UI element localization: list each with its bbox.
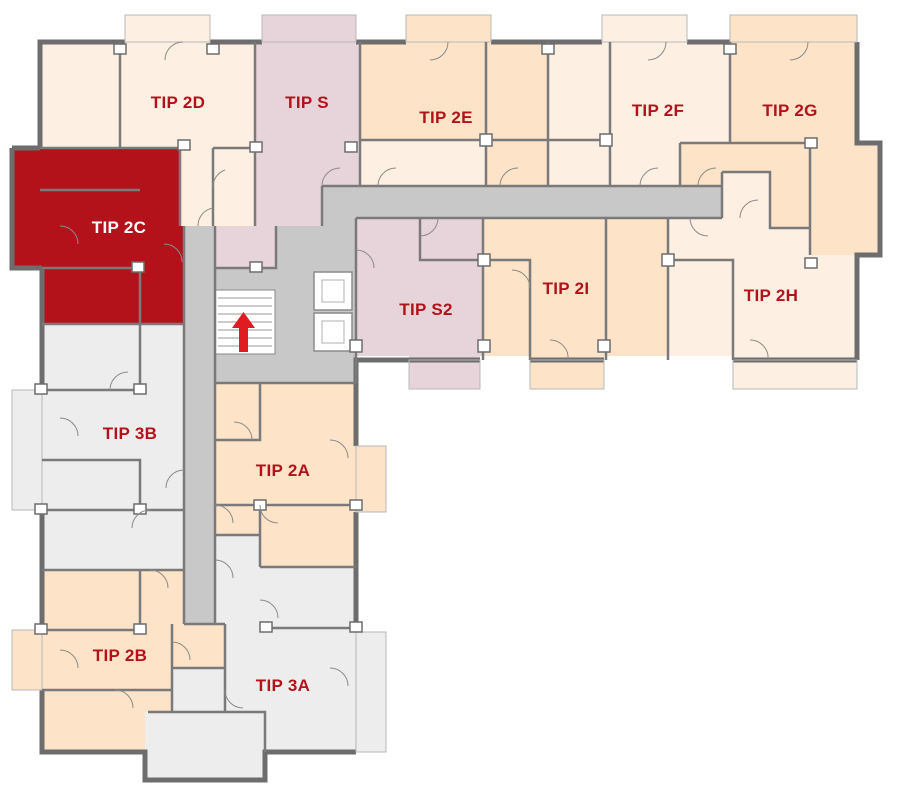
up-arrow-icon (232, 312, 255, 352)
unit-2h[interactable]: TIP 2H (668, 172, 857, 389)
structural-columns (34, 43, 818, 635)
vertical-corridor (184, 226, 215, 624)
elevator-2 (313, 312, 353, 352)
common-areas (184, 186, 722, 624)
unit-label-2f: TIP 2F (632, 101, 685, 120)
unit-2d[interactable]: TIP 2D (40, 15, 255, 226)
unit-label-2a: TIP 2A (256, 461, 310, 480)
unit-label-2e: TIP 2E (419, 108, 472, 127)
unit-3a[interactable]: TIP 3A (145, 535, 386, 780)
unit-label-2g: TIP 2G (762, 101, 817, 120)
unit-2e[interactable]: TIP 2E (360, 15, 548, 186)
unit-label-2d: TIP 2D (151, 93, 205, 112)
interior-walls (40, 42, 812, 752)
unit-label-s2: TIP S2 (399, 300, 452, 319)
unit-label-2c: TIP 2C (92, 218, 146, 237)
door-swings (59, 41, 809, 709)
elevator-1 (313, 271, 353, 311)
unit-label-2b: TIP 2B (93, 646, 147, 665)
unit-2i[interactable]: TIP 2I (483, 218, 668, 389)
unit-label-2h: TIP 2H (744, 286, 798, 305)
balconies (11, 14, 858, 753)
unit-label-2i: TIP 2I (543, 279, 590, 298)
unit-2f[interactable]: TIP 2F (548, 15, 730, 186)
unit-s[interactable]: TIP S (215, 15, 360, 268)
unit-2a[interactable]: TIP 2A (215, 383, 386, 567)
unit-label-3a: TIP 3A (256, 676, 310, 695)
unit-2c[interactable]: TIP 2C (12, 148, 184, 324)
unit-3b[interactable]: TIP 3B (12, 324, 184, 570)
unit-label-s: TIP S (285, 93, 329, 112)
horizontal-corridor (322, 186, 722, 226)
unit-label-3b: TIP 3B (103, 424, 157, 443)
